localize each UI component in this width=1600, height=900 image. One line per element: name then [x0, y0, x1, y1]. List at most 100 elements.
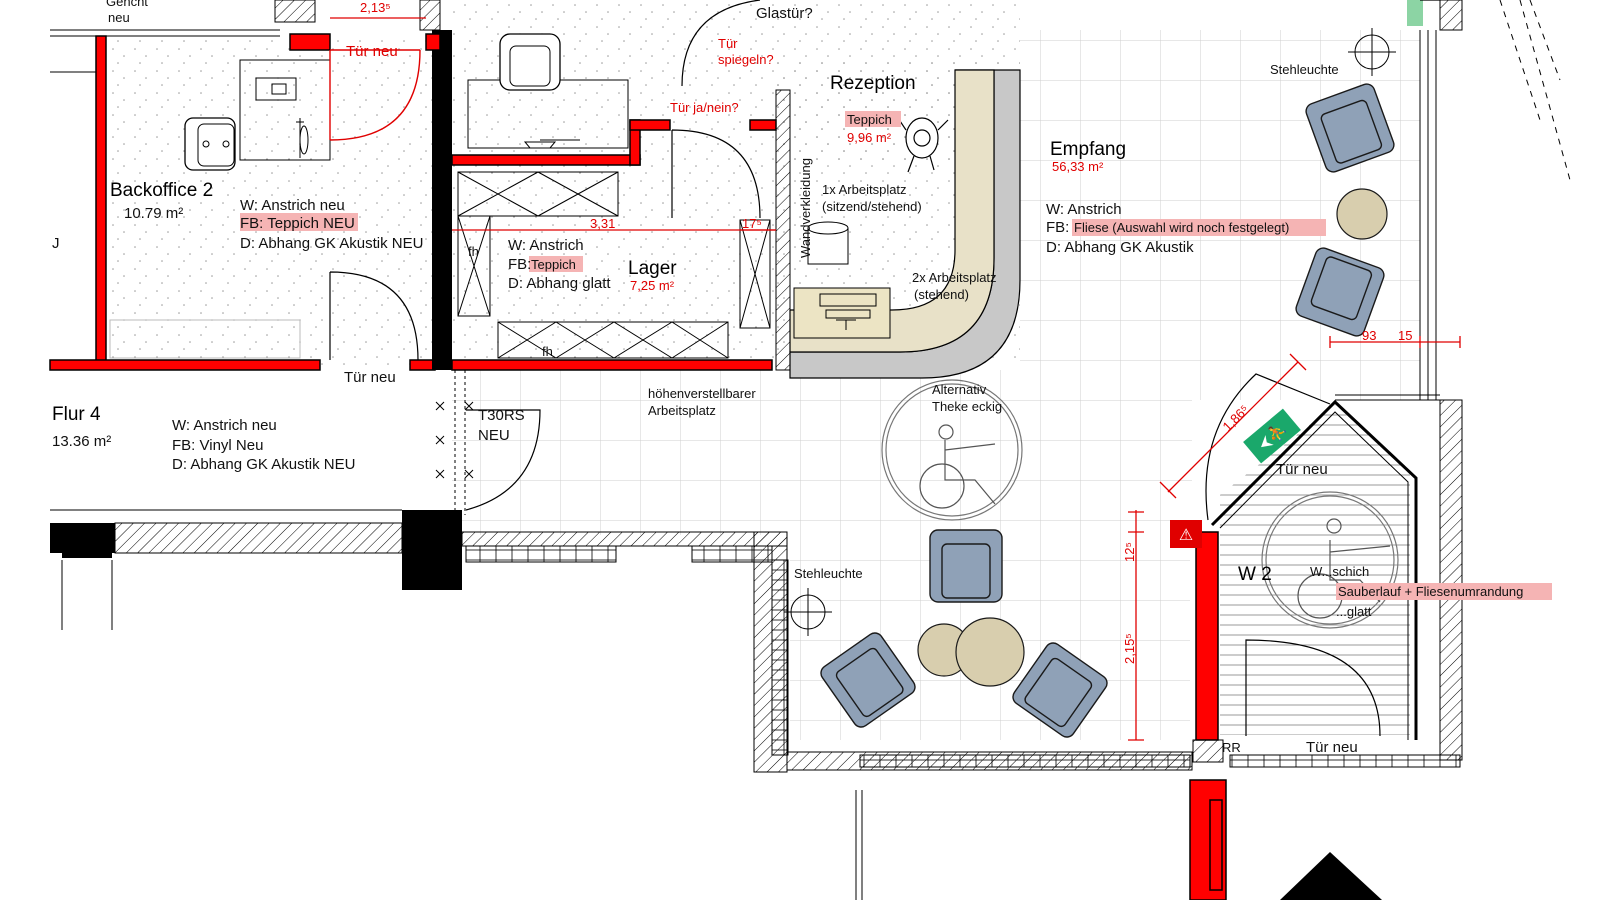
floor-lamp-icon	[1348, 28, 1396, 76]
dimension-lines	[330, 17, 1461, 741]
spec-fb-empfang: Fliese (Auswahl wird noch festgelegt)	[1074, 220, 1289, 235]
room-area-flur: 13.36 m²	[52, 433, 111, 450]
armchair-2	[1295, 247, 1385, 337]
label-gehcht: Gehcht	[106, 0, 148, 9]
label-arbeitsplatz-1a: 1x Arbeitsplatz	[822, 182, 907, 197]
receptionist-figure	[897, 117, 949, 173]
spec-d-lager: D: Abhang glatt	[508, 275, 611, 292]
spec-d-backoffice: D: Abhang GK Akustik NEU	[240, 235, 423, 252]
spec-fb-prefix-lager: FB:	[508, 256, 531, 273]
lager-shelves	[457, 171, 771, 359]
label-fh-1: fh	[468, 244, 479, 259]
label-tuer-spiegeln-a: Tür	[718, 36, 738, 51]
north-arrow-icon	[1280, 852, 1382, 900]
wheelchair-circle-reception	[881, 379, 1023, 521]
label-tuer-neu-bottom: Tür neu	[1306, 739, 1358, 756]
door-backoffice-bottom	[329, 271, 419, 361]
wall-top-frame-b	[425, 33, 441, 51]
spec-d-empfang: D: Abhang GK Akustik	[1046, 239, 1194, 256]
dim-175: 17⁵	[742, 216, 762, 231]
label-hoehen-a: höhenverstellbarer	[648, 386, 756, 401]
label-tuer-neu-mid: Tür neu	[344, 369, 396, 386]
wall-w2-frame	[1192, 739, 1224, 763]
armchair-4	[820, 632, 916, 728]
wall-backoffice-bottom-2	[409, 359, 436, 371]
side-table-1	[1336, 188, 1388, 240]
green-marker	[1407, 0, 1423, 26]
armchair-3	[929, 529, 1003, 603]
label-hoehen-b: Arbeitsplatz	[648, 403, 716, 418]
room-area-lager: 7,25 m²	[630, 278, 675, 293]
label-stehleuchte-1: Stehleuchte	[1270, 62, 1339, 77]
label-arbeitsplatz-2b: (stehend)	[914, 287, 969, 302]
room-name-lager: Lager	[628, 258, 677, 279]
label-arbeitsplatz-2a: 2x Arbeitsplatz	[912, 270, 997, 285]
spec-w-empfang: W: Anstrich	[1046, 201, 1122, 218]
room-area-empfang: 56,33 m²	[1052, 159, 1104, 174]
wall-lager-bottom	[451, 359, 773, 371]
room-name-rezeption: Rezeption	[830, 73, 916, 94]
wall-reception-bottom-a	[461, 531, 788, 547]
dim-15: 15	[1398, 328, 1412, 343]
fire-extinguisher-icon: ⚠	[1170, 520, 1202, 548]
label-sauberlauf: Sauberlauf + Fliesenumrandung	[1338, 584, 1523, 599]
wall-lager-top	[451, 154, 641, 166]
backoffice-floor	[106, 36, 432, 366]
spec-d-flur: D: Abhang GK Akustik NEU	[172, 456, 355, 473]
spec-fb-rezeption: Teppich	[847, 112, 892, 127]
empfang-tiles-2	[452, 370, 1192, 535]
room-name-backoffice: Backoffice 2	[110, 180, 213, 201]
wall-right-bottom-brick	[1229, 754, 1461, 768]
wall-backoffice-bottom	[49, 359, 321, 371]
door-glass	[681, 0, 761, 87]
wall-w2-red-bottom-2	[1209, 799, 1223, 891]
dim-186: 1,86⁵	[1220, 402, 1252, 434]
door-backoffice-top	[329, 49, 421, 141]
wall-lager-top-c	[629, 119, 671, 131]
label-t30-b: NEU	[478, 427, 510, 444]
office-desk-top	[467, 33, 629, 149]
label-left-edge: J	[52, 235, 60, 252]
spec-fb-prefix-empfang: FB:	[1046, 219, 1069, 236]
cross-marks-column	[435, 401, 474, 479]
wall-lager-right	[775, 89, 791, 371]
wall-bottom-left-pillar	[402, 510, 462, 590]
label-t30-a: T30RS	[478, 407, 525, 424]
label-tuer-ja-nein: Tür ja/nein?	[670, 100, 739, 115]
label-tuer-neu-top: Tür neu	[346, 43, 398, 60]
door-t30	[465, 409, 541, 511]
wall-top-hatch-2	[419, 0, 441, 31]
spec-w-lager: W: Anstrich	[508, 237, 584, 254]
w2-floor	[1220, 405, 1410, 735]
label-fh-2: fh	[542, 344, 553, 359]
dim-331: 3,31	[590, 216, 615, 231]
reception-counter	[789, 69, 1021, 379]
wall-right-hatch	[1439, 399, 1463, 761]
dashed-swing-lines	[1499, 0, 1571, 181]
door-lager	[671, 129, 761, 219]
label-tuer-spiegeln-b: spiegeln?	[718, 52, 774, 67]
spec-w-flur: W: Anstrich neu	[172, 417, 277, 434]
label-w2-covered-a: W...schich	[1310, 564, 1369, 579]
room-name-flur: Flur 4	[52, 404, 101, 425]
backoffice-cabinet	[109, 319, 301, 359]
spec-fb-lager: Teppich	[531, 257, 576, 272]
dim-93: 93	[1362, 328, 1376, 343]
dim-213: 2,13⁵	[360, 0, 391, 15]
label-arbeitsplatz-1b: (sitzend/stehend)	[822, 199, 922, 214]
wall-lager-left	[432, 30, 452, 370]
label-glastuer: Glastür?	[756, 5, 813, 22]
room-area-backoffice: 10.79 m²	[124, 205, 183, 222]
label-alternativ-a: Alternativ	[932, 382, 987, 397]
wall-w2-red	[1195, 531, 1219, 741]
dim-215: 2,15⁵	[1122, 633, 1137, 664]
door-w2-entry	[1205, 373, 1331, 521]
label-neu: neu	[108, 10, 130, 25]
room-area-rezeption: 9,96 m²	[847, 130, 892, 145]
label-alternativ-b: Theke eckig	[932, 399, 1002, 414]
w2-angled-wall	[1210, 399, 1418, 740]
room-name-empfang: Empfang	[1050, 139, 1126, 160]
wall-bottom-left-a	[50, 523, 115, 553]
spec-fb-flur: FB: Vinyl Neu	[172, 437, 263, 454]
